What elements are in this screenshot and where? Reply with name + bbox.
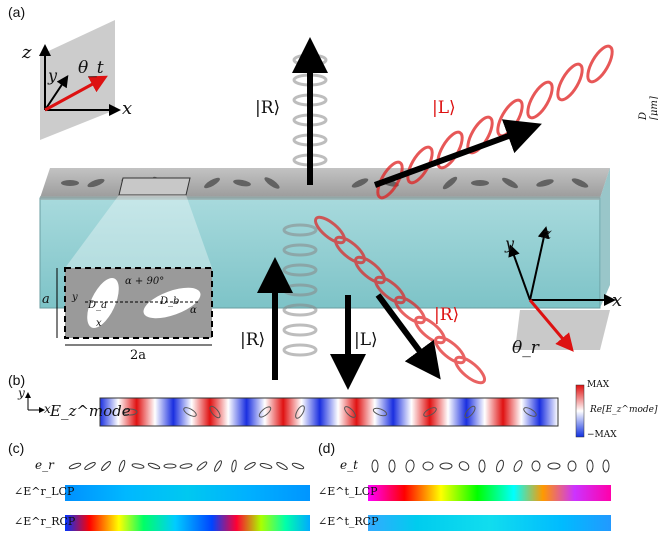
panel-label-a: (a)	[8, 4, 26, 20]
top-left-axes	[39, 20, 121, 140]
br-axis-x: x	[612, 290, 623, 311]
tl-axis-y: y	[48, 66, 58, 85]
inset-Da: D_a	[88, 300, 107, 311]
beam-arrows	[257, 37, 542, 390]
br-axis-y: y	[505, 234, 515, 253]
tl-axis-z: z	[22, 42, 32, 63]
panel-label-b: (b)	[8, 372, 26, 388]
inset-width-label: 2a	[130, 348, 147, 363]
colorbar-min: −MAX	[587, 430, 617, 440]
colorbar-max: MAX	[587, 380, 610, 390]
bar-c-rcp	[65, 515, 310, 531]
d-row2: ∠E^t_LCP	[318, 485, 378, 498]
bar-c-lcp	[65, 485, 310, 501]
mode-axis-y: y	[18, 386, 25, 400]
unit-cell-inset	[56, 267, 213, 346]
inset-x: x	[96, 318, 102, 329]
mode-field-label: E_z^mode	[50, 402, 131, 420]
cropped-axis-label: D [μm]	[638, 96, 658, 120]
mode-axis-x: x	[44, 402, 51, 416]
d-row3: ∠E^t_RCP	[318, 515, 379, 528]
c-row1: e_r	[35, 458, 54, 472]
inset-angle-label: α + 90°	[125, 276, 165, 287]
arrow-L-up	[373, 119, 542, 188]
br-axis-z: z	[543, 224, 552, 243]
panel-label-c: (c)	[8, 440, 25, 456]
c-row2: ∠E^r_LCP	[14, 485, 75, 498]
inset-alpha-label: α	[190, 305, 197, 316]
bar-d-lcp	[368, 485, 611, 501]
label-L-up: |L⟩	[432, 98, 456, 118]
label-R-down: |R⟩	[434, 305, 460, 325]
inset-y: y	[72, 292, 78, 303]
label-L-down: |L⟩	[354, 330, 378, 350]
mode-colorbar	[575, 384, 585, 438]
c-row3: ∠E^r_RCP	[14, 515, 76, 528]
unit-cell-highlight	[118, 177, 191, 196]
tl-axis-x: x	[122, 98, 133, 119]
panel-c-ellipses	[68, 459, 305, 473]
arrow-R-down	[375, 293, 441, 380]
inset-Db: D_b	[160, 296, 180, 307]
panel-label-d: (d)	[318, 440, 336, 456]
colorbar-label: Re[E_z^mode]	[590, 405, 658, 415]
mode-strip	[25, 384, 585, 438]
tl-axis-theta: θ_t	[78, 58, 104, 78]
label-R-up: |R⟩	[255, 98, 281, 118]
d-row1: e_t	[340, 458, 358, 472]
beam-red-down	[313, 215, 487, 385]
bottom-right-axes	[508, 226, 616, 352]
bar-d-rcp	[368, 515, 611, 531]
br-axis-theta: θ_r	[512, 338, 539, 358]
label-R-in: |R⟩	[240, 330, 266, 350]
zoom-cone	[65, 195, 212, 268]
panel-d-ellipses	[371, 459, 610, 473]
inset-height-label: a	[42, 292, 50, 307]
